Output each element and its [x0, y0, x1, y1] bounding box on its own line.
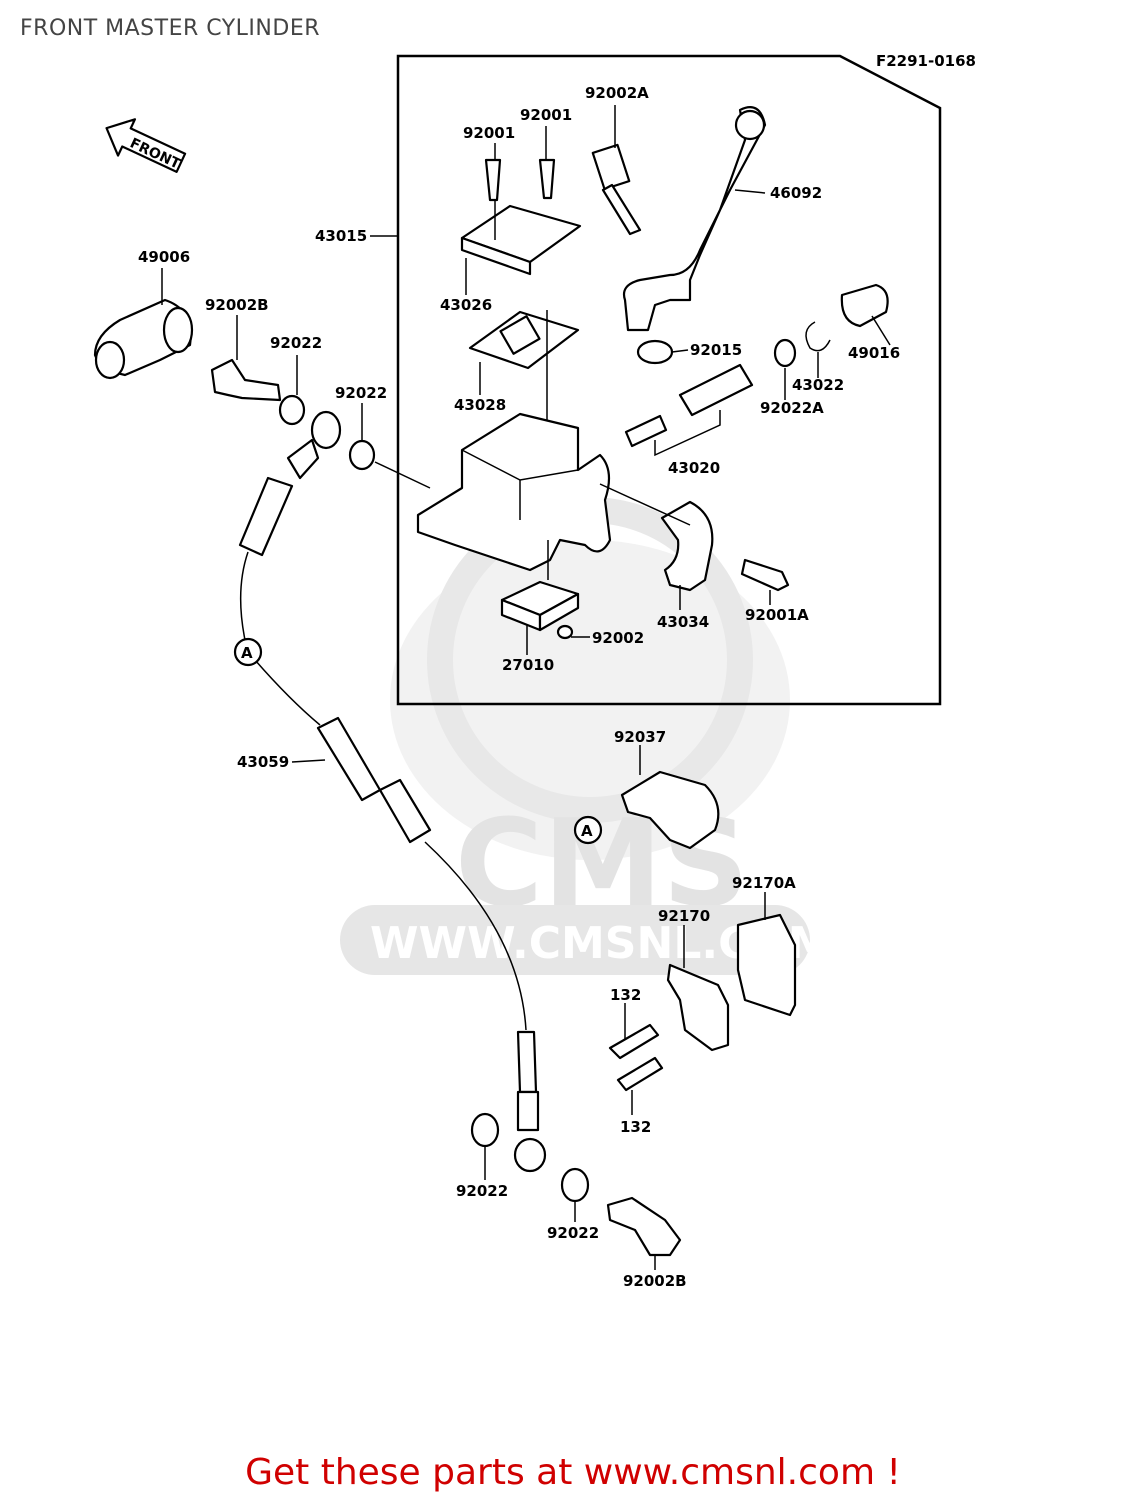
washer-92022-4	[560, 1167, 590, 1203]
label-132-b: 132	[620, 1118, 651, 1136]
label-92002B-top: 92002B	[205, 296, 269, 314]
handlebar-clamp	[660, 500, 714, 592]
label-43059: 43059	[237, 753, 289, 771]
banjo-fitting	[93, 298, 194, 380]
bolt-132-bottom	[616, 1056, 664, 1092]
washer-92022-3	[470, 1112, 500, 1148]
label-92015: 92015	[690, 341, 742, 359]
label-132-a: 132	[610, 986, 641, 1004]
master-cylinder-body	[416, 412, 612, 572]
label-27010: 27010	[502, 656, 554, 674]
banjo-bolt-top	[210, 358, 282, 402]
label-92170A: 92170A	[732, 874, 796, 892]
clamp-bolt	[740, 558, 790, 592]
label-92002: 92002	[592, 629, 644, 647]
brake-hose	[238, 410, 547, 1173]
assembly-frame	[396, 54, 942, 706]
label-92022-2: 92022	[335, 384, 387, 402]
label-92022-4: 92022	[547, 1224, 599, 1242]
label-92170: 92170	[658, 907, 710, 925]
label-49016: 49016	[848, 344, 900, 362]
hose-clamp	[620, 770, 720, 850]
label-92037: 92037	[614, 728, 666, 746]
pivot-bolt	[591, 143, 642, 236]
part-labels: 92002A 92001 92001 46092 43015 49006 920…	[138, 84, 900, 1290]
label-49006: 49006	[138, 248, 190, 266]
label-92001A: 92001A	[745, 606, 809, 624]
label-92002B-bottom: 92002B	[623, 1272, 687, 1290]
label-92022-1: 92022	[270, 334, 322, 352]
label-92002A: 92002A	[585, 84, 649, 102]
lever-nut	[636, 339, 674, 365]
bracket-92170A	[736, 913, 797, 1017]
label-92001-b: 92001	[463, 124, 515, 142]
circlip	[805, 321, 831, 352]
callout-a-left: A	[233, 637, 263, 667]
label-43020: 43020	[668, 459, 720, 477]
bolt-132-top	[608, 1023, 660, 1060]
label-92022A: 92022A	[760, 399, 824, 417]
screw-92001-left	[484, 158, 502, 202]
front-arrow-icon: FRONT	[105, 118, 187, 173]
washer-92022-2	[348, 439, 376, 471]
label-43022: 43022	[792, 376, 844, 394]
svg-text:A: A	[581, 822, 593, 840]
figure-code: F2291-0168	[876, 52, 976, 70]
washer-92022-1	[278, 394, 306, 426]
promo-link[interactable]: Get these parts at www.cmsnl.com !	[245, 1452, 901, 1493]
label-43034: 43034	[657, 613, 709, 631]
label-46092: 46092	[770, 184, 822, 202]
callout-a-right: A	[573, 815, 603, 845]
label-43026: 43026	[440, 296, 492, 314]
washer-92022A	[773, 338, 797, 368]
label-92001-a: 92001	[520, 106, 572, 124]
piston-assembly	[624, 363, 754, 457]
leader-lines	[161, 105, 891, 1270]
dust-boot	[840, 283, 889, 328]
label-43015: 43015	[315, 227, 367, 245]
bracket-92170	[666, 963, 730, 1052]
svg-text:A: A	[241, 644, 253, 662]
banjo-bolt-bottom	[606, 1196, 682, 1257]
label-43028: 43028	[454, 396, 506, 414]
label-92022-3: 92022	[456, 1182, 508, 1200]
page-title: FRONT MASTER CYLINDER	[20, 16, 321, 41]
screw-92001-right	[538, 158, 556, 200]
switch-screw	[556, 624, 574, 640]
brake-lever	[622, 106, 767, 332]
